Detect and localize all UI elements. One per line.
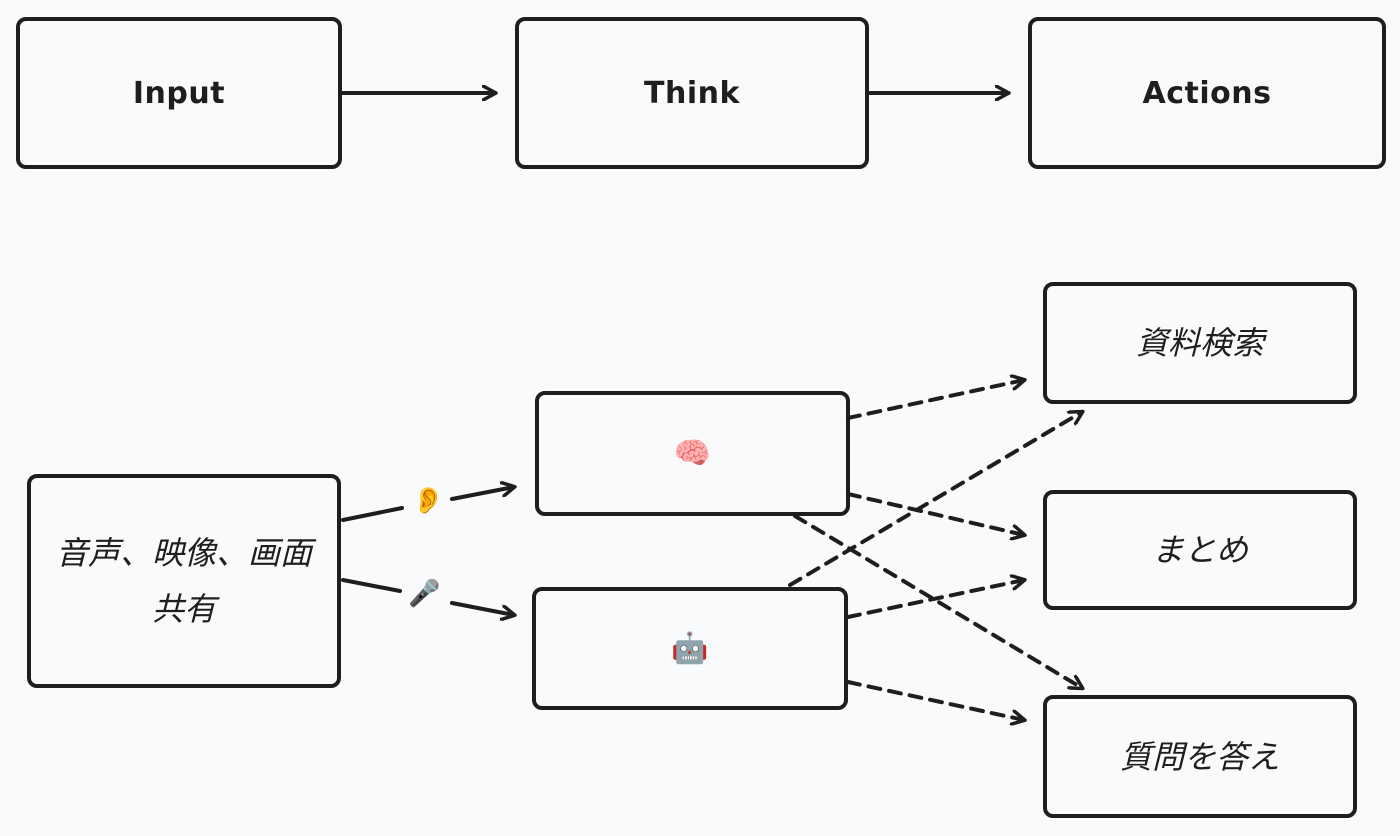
action-label-summary: まとめ xyxy=(1151,531,1248,569)
microphone-icon: 🎤 xyxy=(408,579,441,609)
action-node-search: 資料検索 xyxy=(1043,282,1357,404)
ear-icon: 👂 xyxy=(412,486,445,516)
brain-node: 🧠 xyxy=(535,391,850,516)
action-node-answer: 質問を答え xyxy=(1043,695,1357,818)
edge-input-to-ear xyxy=(341,506,404,522)
media-input-label: 音声、映像、画面共有 xyxy=(55,534,312,628)
media-input-node: 音声、映像、画面共有 xyxy=(27,474,341,688)
edge-input-to-mic xyxy=(341,578,402,593)
arrow-robot-to-search xyxy=(788,412,1082,587)
action-node-summary: まとめ xyxy=(1043,490,1357,610)
actions-label: Actions xyxy=(1142,75,1272,111)
arrow-brain-to-search xyxy=(846,380,1024,420)
input-label: Input xyxy=(132,75,226,111)
arrow-ear-to-brain xyxy=(450,487,514,501)
arrow-robot-to-answer xyxy=(846,680,1024,720)
robot-node: 🤖 xyxy=(532,587,848,710)
think-label: Think xyxy=(644,75,740,111)
brain-icon: 🧠 xyxy=(673,435,712,471)
actions-node: Actions xyxy=(1028,17,1386,169)
action-label-answer: 質問を答え xyxy=(1119,737,1280,776)
arrow-brain-to-summary xyxy=(846,492,1024,535)
arrow-robot-to-summary xyxy=(846,580,1024,619)
arrow-mic-to-robot xyxy=(450,601,514,615)
action-label-search: 資料検索 xyxy=(1135,324,1264,362)
input-node: Input xyxy=(16,17,342,169)
arrow-brain-to-answer xyxy=(793,514,1082,688)
robot-icon: 🤖 xyxy=(671,630,709,666)
think-node: Think xyxy=(515,17,869,169)
